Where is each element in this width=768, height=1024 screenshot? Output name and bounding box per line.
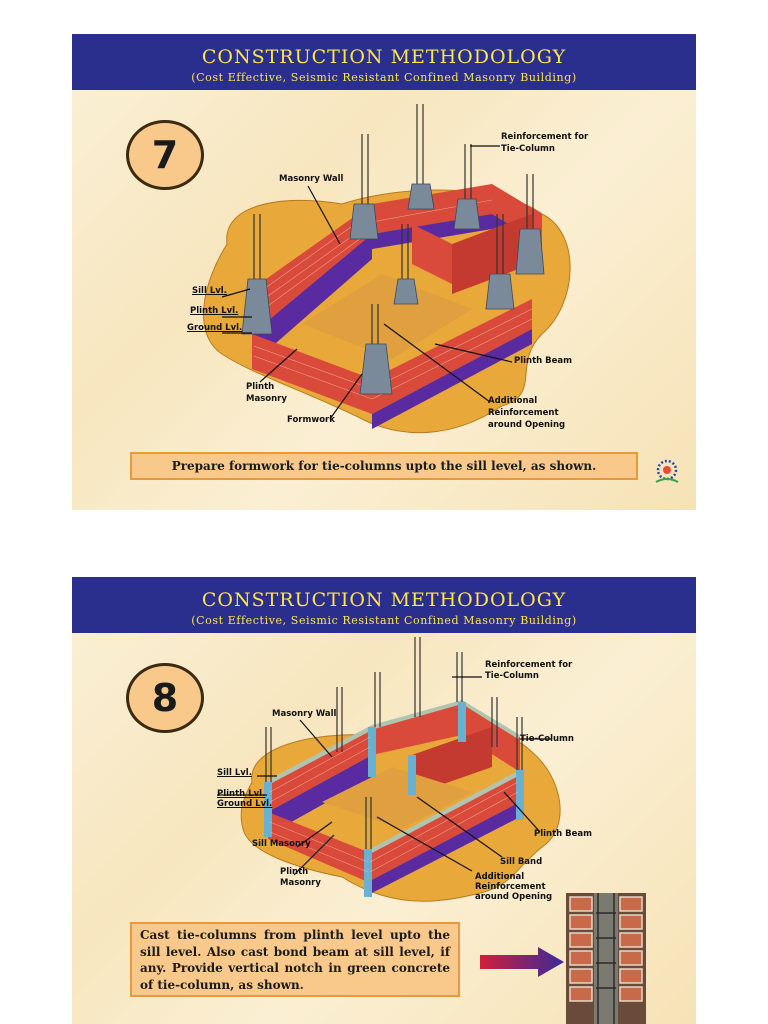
building-illustration	[203, 104, 571, 434]
label-plinth-beam: Plinth Beam	[514, 356, 573, 366]
arrow-right-icon	[480, 947, 564, 977]
building-illustration	[217, 637, 561, 902]
label-reinforcement-line2: Tie-Column	[501, 144, 555, 154]
label-plinth-masonry-line2: Masonry	[246, 394, 287, 404]
label-masonry-wall: Masonry Wall	[272, 709, 337, 719]
label-reinforcement: Reinforcement for	[485, 660, 573, 670]
logo-icon	[655, 459, 679, 483]
label-plinth-masonry: Plinth	[280, 867, 309, 877]
label-plinth-level: Plinth Lvl.	[190, 306, 239, 316]
instruction-caption: Prepare formwork for tie-columns upto th…	[130, 452, 638, 480]
label-additional-line3: around Opening	[488, 420, 566, 430]
slide-title: CONSTRUCTION METHODOLOGY	[201, 589, 567, 611]
label-additional: Additional	[475, 872, 525, 882]
label-plinth-level: Plinth Lvl.	[217, 789, 266, 799]
label-reinforcement-line2: Tie-Column	[485, 671, 539, 681]
label-sill-level: Sill Lvl.	[217, 768, 252, 778]
step-number-badge: 7	[126, 120, 204, 190]
label-additional-line2: Reinforcement	[488, 408, 559, 418]
label-additional-line2: Reinforcement	[475, 882, 546, 892]
label-sill-band: Sill Band	[500, 857, 543, 867]
label-additional-line3: around Opening	[475, 892, 553, 902]
slide-title: CONSTRUCTION METHODOLOGY	[201, 46, 567, 68]
slide-step-7: CONSTRUCTION METHODOLOGY (Cost Effective…	[72, 34, 696, 510]
label-reinforcement: Reinforcement for	[501, 132, 589, 142]
label-plinth-masonry-line2: Masonry	[280, 878, 321, 888]
slide-subtitle: (Cost Effective, Seismic Resistant Confi…	[191, 614, 577, 627]
instruction-caption: Cast tie-columns from plinth level upto …	[130, 922, 460, 997]
label-plinth-masonry: Plinth	[246, 382, 275, 392]
slide-subtitle: (Cost Effective, Seismic Resistant Confi…	[191, 71, 577, 84]
label-additional: Additional	[488, 396, 538, 406]
label-formwork: Formwork	[287, 415, 335, 425]
label-ground-level: Ground Lvl.	[217, 799, 273, 809]
slide-header: CONSTRUCTION METHODOLOGY (Cost Effective…	[72, 34, 696, 90]
label-sill-masonry: Sill Masonry	[252, 839, 311, 849]
step-number-badge: 8	[126, 663, 204, 733]
label-plinth-beam: Plinth Beam	[534, 829, 593, 839]
label-ground-level: Ground Lvl.	[187, 323, 243, 333]
slide-step-8: CONSTRUCTION METHODOLOGY (Cost Effective…	[72, 577, 696, 1024]
label-masonry-wall: Masonry Wall	[279, 174, 344, 184]
label-sill-level: Sill Lvl.	[192, 286, 227, 296]
tie-column-notch-photo	[566, 893, 646, 1024]
slide-header: CONSTRUCTION METHODOLOGY (Cost Effective…	[72, 577, 696, 633]
label-tie-column: Tie-Column	[520, 734, 574, 744]
